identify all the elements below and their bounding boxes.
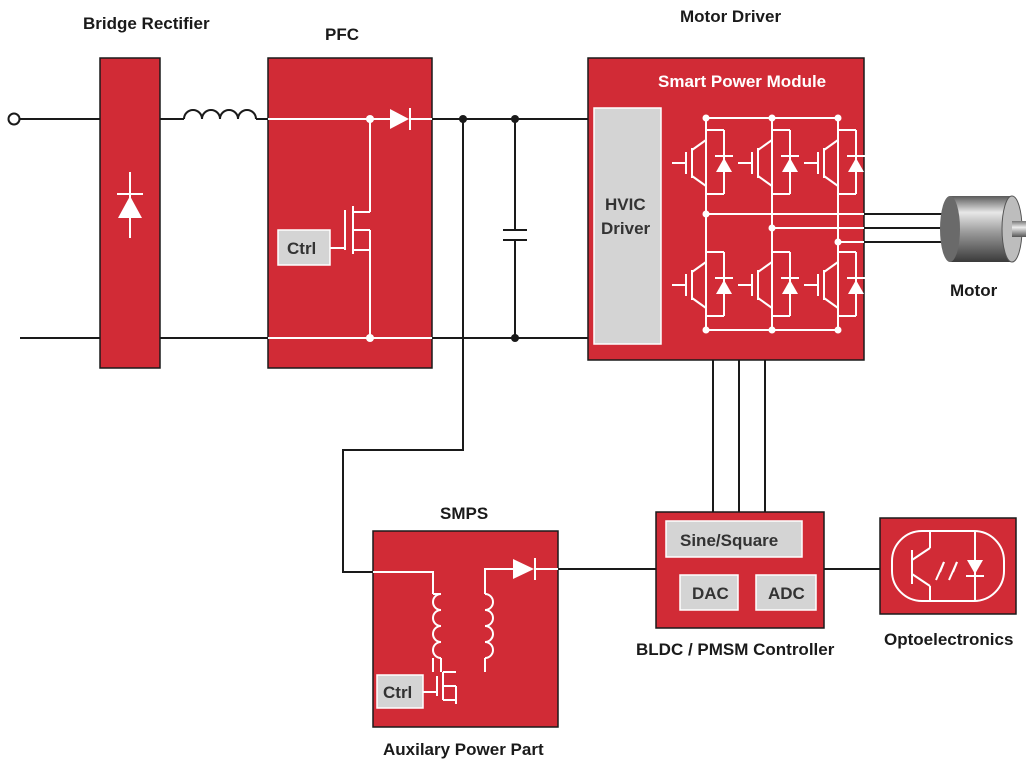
- adc-box: [755, 574, 817, 611]
- controller-label: BLDC / PMSM Controller: [636, 640, 835, 659]
- motor-driver-label: Motor Driver: [680, 7, 781, 26]
- smart-power-module-label: Smart Power Module: [658, 72, 826, 91]
- motor-icon: [940, 195, 1026, 263]
- smps-block: Ctrl: [372, 530, 559, 728]
- transformer-secondary-icon: [484, 593, 494, 659]
- smps-mosfet-icon: [423, 671, 457, 704]
- inductor: [183, 109, 257, 120]
- adc-label: ADC: [768, 584, 805, 603]
- igbt-inverter-bridge: [672, 114, 865, 334]
- pfc-mosfet-icon: [330, 119, 371, 338]
- input-terminal: [7, 112, 21, 126]
- pfc-ctrl-label: Ctrl: [287, 239, 316, 258]
- hvic-label-line1: HVIC: [605, 195, 646, 214]
- controller-block: Sine/Square DAC ADC: [655, 511, 825, 629]
- motor-label: Motor: [950, 281, 998, 300]
- optoelectronics-label: Optoelectronics: [884, 630, 1013, 649]
- main-wiring: [7, 109, 944, 573]
- pfc-block: Ctrl: [267, 57, 433, 369]
- sine-square-label: Sine/Square: [680, 531, 778, 550]
- hvic-label-line2: Driver: [601, 219, 651, 238]
- rectifier-diode-icon: [117, 172, 143, 238]
- sine-square-box: [665, 520, 803, 558]
- bridge-rectifier-label: Bridge Rectifier: [83, 14, 210, 33]
- pfc-diode-icon: [390, 109, 409, 129]
- hvic-driver-box: [593, 107, 662, 345]
- auxiliary-power-part-label: Auxilary Power Part: [383, 740, 544, 759]
- dac-label: DAC: [692, 584, 729, 603]
- pfc-ctrl-box: [277, 229, 331, 266]
- smart-power-module-block: Smart Power Module HVIC Driver: [587, 57, 865, 361]
- transformer-primary-icon: [432, 593, 442, 659]
- bridge-rectifier-block: [99, 57, 161, 369]
- smps-diode-icon: [513, 559, 534, 579]
- smps-ctrl-box: [376, 674, 424, 709]
- pfc-label: PFC: [325, 25, 359, 44]
- optocoupler-icon: [891, 530, 1005, 602]
- dc-link-capacitor: [503, 115, 527, 342]
- dac-box: [679, 574, 739, 611]
- smps-label: SMPS: [440, 504, 488, 523]
- optoelectronics-block: [879, 517, 1017, 615]
- smps-ctrl-label: Ctrl: [383, 683, 412, 702]
